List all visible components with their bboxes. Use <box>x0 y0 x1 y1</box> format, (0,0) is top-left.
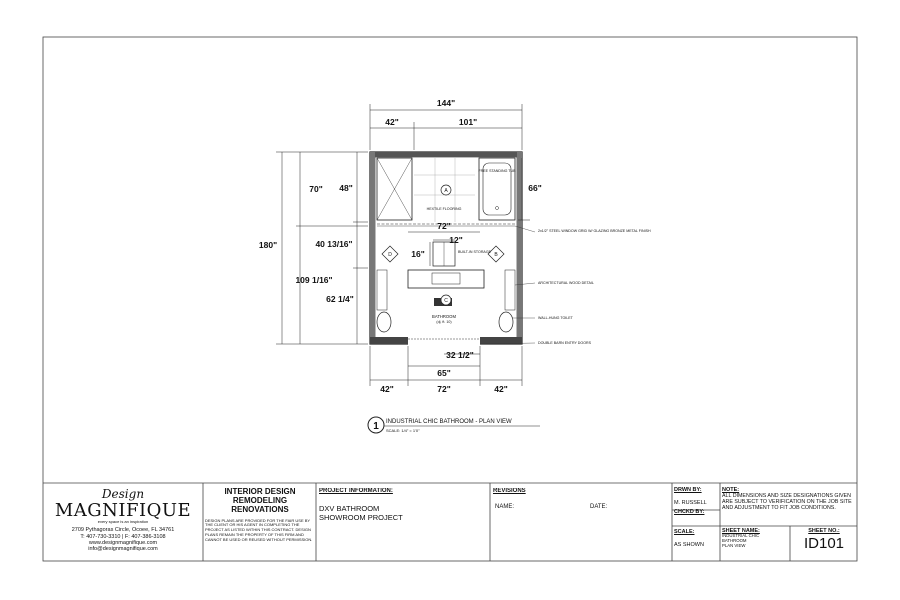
services-block: INTERIOR DESIGN REMODELING RENOVATIONS D… <box>205 487 315 559</box>
sheet-number: ID101 <box>803 535 845 553</box>
section-marker-c: C <box>440 294 452 306</box>
flooring-label: HEXTILE FLOORING <box>427 207 462 211</box>
service-renovations: RENOVATIONS <box>231 505 289 515</box>
sheet-name-line2: BATHROOM <box>722 538 747 544</box>
callout-wood-detail: ARCHITECTURAL WOOD DETAIL <box>538 281 594 285</box>
svg-text:12": 12" <box>449 235 463 245</box>
tub-label: FREE STANDING TUB <box>478 169 516 173</box>
project-info-label: PROJECT INFORMATION: <box>319 488 393 494</box>
company-website: www.designmagnifique.com <box>88 540 158 547</box>
revision-date-label: DATE: <box>590 504 608 510</box>
project-name-line1: DXV BATHROOM <box>319 503 380 513</box>
logo-wordmark: MAGNIFIQUE <box>54 499 192 521</box>
svg-text:42": 42" <box>385 117 399 127</box>
sheet-name-label: SHEET NAME: <box>722 528 760 534</box>
drawing-caption: 1 INDUSTRIAL CHIC BATHROOM - PLAN VIEW S… <box>367 416 540 434</box>
company-email: info@designmagnifique.com <box>88 546 158 553</box>
service-remodeling: REMODELING <box>232 496 288 506</box>
legal-disclaimer: DESIGN PLANS ARE PROVIDED FOR THE FAIR U… <box>205 517 313 542</box>
scale-label: SCALE: <box>674 528 695 535</box>
storage-label: BUILT-IN STORAGE <box>458 250 492 254</box>
room-name: BATHROOM <box>432 314 456 319</box>
company-address: 2709 Pythagoras Circle, Ocoee, FL 34761 <box>71 527 175 534</box>
svg-text:66": 66" <box>528 183 542 193</box>
dimension-lines <box>276 104 530 386</box>
sheet-name-line3: PLAN VIEW <box>722 543 746 549</box>
svg-text:INDUSTRIAL CHIC BATHROOM - PLA: INDUSTRIAL CHIC BATHROOM - PLAN VIEW <box>386 419 512 425</box>
dimension-labels: 144" 42" 101" 180" 70" 109 1/16" 48" 40 … <box>259 98 542 394</box>
svg-text:1: 1 <box>373 421 379 432</box>
sheet-name-line1: INDUSTRIAL CHIC <box>722 533 760 539</box>
section-marker-b: B <box>487 245 505 263</box>
note-text: ALL DIMENSIONS AND SIZE DESIGNATIONS GIV… <box>722 493 852 512</box>
svg-text:A: A <box>444 188 448 194</box>
free-standing-tub <box>478 157 516 221</box>
svg-text:144": 144" <box>437 98 455 108</box>
note-block: NOTE: ALL DIMENSIONS AND SIZE DESIGNATIO… <box>722 487 856 525</box>
svg-text:101": 101" <box>459 117 477 127</box>
shower-area <box>376 157 413 221</box>
drawn-by-block: DRWN BY: M. RUSSELL CHCKD BY: SCALE: AS … <box>674 487 719 559</box>
section-marker-a: A <box>440 184 452 196</box>
scale-value: AS SHOWN <box>674 542 704 549</box>
company-phone: T: 407-730-3310 | F: 407-386-3108 <box>80 533 166 540</box>
revisions-block: REVISIONS NAME: DATE: <box>493 488 669 558</box>
drawn-by-value: M. RUSSELL <box>674 500 707 507</box>
callout-toilet: WALL-HUNG TOILET <box>538 316 574 320</box>
svg-text:109 1/16": 109 1/16" <box>295 275 332 285</box>
logo-tagline: every space is an inspiration <box>97 518 149 524</box>
svg-text:32 1/2": 32 1/2" <box>446 350 474 360</box>
built-in-storage <box>432 241 456 267</box>
company-logo-block: Design MAGNIFIQUE every space is an insp… <box>44 484 202 560</box>
svg-text:SCALE: 1/4" = 1'0": SCALE: 1/4" = 1'0" <box>386 428 420 433</box>
svg-text:48": 48" <box>339 183 353 193</box>
svg-text:42": 42" <box>494 384 508 394</box>
revisions-label: REVISIONS <box>493 488 526 494</box>
callout-steel-window: 2x1/2" STEEL WINDOW GRID W/ GLAZING BRON… <box>538 229 651 233</box>
svg-text:C: C <box>444 298 448 304</box>
logo-script: Design <box>101 487 145 501</box>
svg-text:B: B <box>494 252 498 258</box>
wall-hung-toilets <box>376 311 514 333</box>
svg-text:16": 16" <box>411 249 425 259</box>
callout-leaders <box>479 225 536 345</box>
drawn-by-label: DRWN BY: <box>674 487 702 493</box>
svg-text:70": 70" <box>309 184 323 194</box>
svg-text:65": 65" <box>437 368 451 378</box>
checked-by-label: CHCKD BY: <box>674 508 705 515</box>
door-opening <box>408 337 480 346</box>
svg-text:72": 72" <box>437 221 451 231</box>
callout-doors: DOUBLE BARN ENTRY DOORS <box>538 341 592 345</box>
sheet-border <box>42 36 858 562</box>
sheet-number-label: SHEET NO.: <box>808 528 840 534</box>
service-interior-design: INTERIOR DESIGN <box>224 487 296 496</box>
revision-name-label: NAME: <box>495 504 515 510</box>
svg-text:40 13/16": 40 13/16" <box>315 239 352 249</box>
section-marker-d: D <box>381 245 399 263</box>
svg-text:180": 180" <box>259 240 277 250</box>
sheet-number-block: SHEET NO.: ID101 <box>792 528 856 560</box>
svg-text:62 1/4": 62 1/4" <box>326 294 354 304</box>
svg-text:72": 72" <box>437 384 451 394</box>
svg-text:D: D <box>388 252 392 258</box>
sheet-name-block: SHEET NAME: INDUSTRIAL CHIC BATHROOM PLA… <box>722 528 789 560</box>
title-block-lines <box>202 483 857 561</box>
project-name-line2: SHOWROOM PROJECT <box>319 512 403 522</box>
note-label: NOTE: <box>722 487 740 493</box>
project-info-block: PROJECT INFORMATION: DXV BATHROOM SHOWRO… <box>319 488 487 558</box>
architectural-wood-detail <box>376 269 516 311</box>
room-area: (dj. ft. 10) <box>436 320 451 324</box>
svg-text:42": 42" <box>380 384 394 394</box>
